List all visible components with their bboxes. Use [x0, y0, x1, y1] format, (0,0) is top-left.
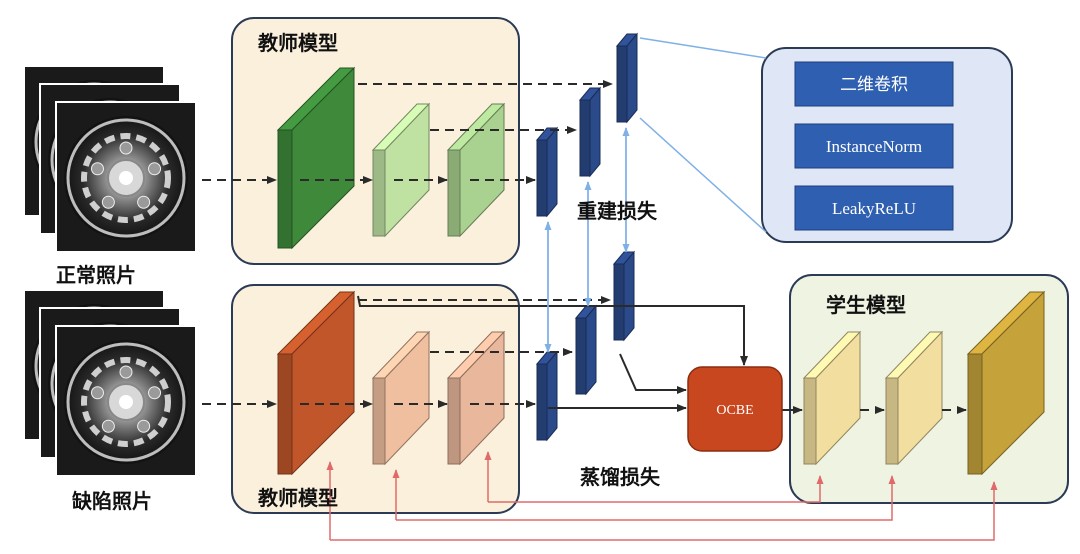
- defect-photo-stack: [23, 289, 197, 477]
- student-block-3: [966, 290, 1046, 476]
- decoder-top-block-3: [615, 32, 639, 124]
- detail-layer-label: 二维卷积: [840, 75, 908, 94]
- teacher-top-block-3: [446, 102, 506, 238]
- teacher-bottom-block-1: [276, 290, 356, 476]
- normal-photo-stack: [23, 65, 197, 253]
- detail-layer-box: [794, 123, 954, 169]
- defect-photo-label: 缺陷照片: [72, 489, 152, 513]
- student-title: 学生模型: [826, 293, 906, 317]
- decoder-top-block-2: [578, 86, 602, 178]
- decoder-bottom-block-1: [535, 350, 559, 442]
- teacher-bottom-title: 教师模型: [258, 486, 338, 510]
- distill-line-3: [488, 475, 824, 503]
- detail-layer-label: InstanceNorm: [826, 137, 922, 156]
- distill-line-1: [330, 481, 998, 541]
- detail-layer-label: LeakyReLU: [832, 199, 916, 218]
- distillation-loss-label: 蒸馏损失: [580, 465, 661, 489]
- teacher-top-block-2: [371, 102, 431, 238]
- teacher-bottom-block-2: [371, 330, 431, 466]
- ocbe-label: OCBE: [716, 403, 753, 418]
- teacher-top-title: 教师模型: [258, 31, 338, 55]
- wheel-photo: [55, 325, 197, 477]
- student-block-2: [884, 330, 944, 466]
- teacher-top-block-1: [276, 66, 356, 250]
- arrow-to-ocbe-top: [357, 295, 748, 366]
- detail-layer-box: [794, 61, 954, 107]
- decoder-top-block-1: [535, 126, 559, 218]
- normal-photo-label: 正常照片: [56, 263, 136, 287]
- zoom-line-bottom: [639, 117, 767, 233]
- reconstruction-loss-label: 重建损失: [577, 199, 658, 223]
- detail-layer-box: [794, 185, 954, 231]
- distill-line-2: [396, 475, 896, 521]
- teacher-bottom-block-3: [446, 330, 506, 466]
- ocbe-block: [687, 366, 783, 452]
- arrow-to-ocbe-mid: [619, 353, 687, 394]
- decoder-bottom-block-3: [612, 250, 636, 342]
- student-block-1: [802, 330, 862, 466]
- wheel-photo: [55, 101, 197, 253]
- decoder-bottom-block-2: [574, 304, 598, 396]
- zoom-line-top: [639, 37, 767, 59]
